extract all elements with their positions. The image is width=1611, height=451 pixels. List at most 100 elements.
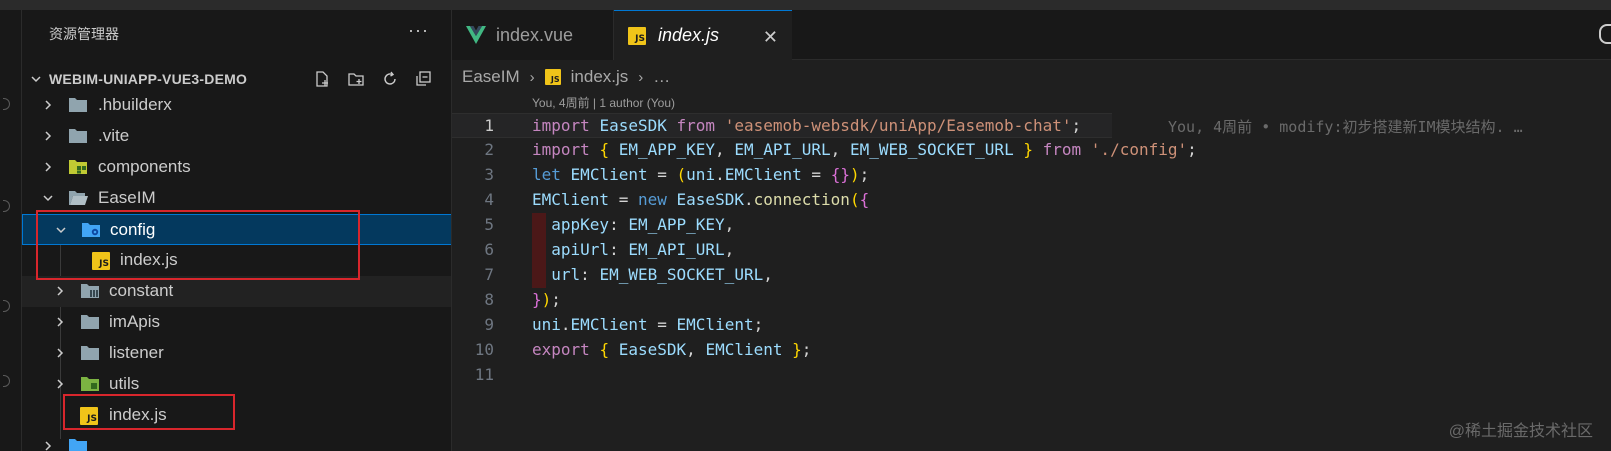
token: EMClient xyxy=(705,340,783,359)
code-line[interactable]: 3 let EMClient = (uni.EMClient = {}); xyxy=(452,163,1611,188)
token: = xyxy=(657,165,667,184)
token: , xyxy=(686,340,696,359)
collapse-all-icon[interactable] xyxy=(414,69,434,89)
token: , xyxy=(763,265,773,284)
config-folder-icon xyxy=(82,223,100,237)
chevron-down-icon xyxy=(54,223,68,237)
token: uni xyxy=(686,165,716,184)
token: ( xyxy=(676,165,687,184)
tree-item-hbuilderx[interactable]: .hbuilderx xyxy=(22,90,451,121)
code-line[interactable]: 8 }); xyxy=(452,288,1611,313)
tree-item-config-index-js[interactable]: JS index.js xyxy=(22,245,451,276)
line-number: 2 xyxy=(484,140,494,159)
token: connection xyxy=(753,190,850,209)
token: EM_WEB_SOCKET_URL xyxy=(849,140,1014,159)
activity-icon[interactable] xyxy=(3,200,10,212)
token: EMClient xyxy=(724,165,802,184)
token: {} xyxy=(830,165,850,184)
breadcrumb-item[interactable]: EaseIM xyxy=(462,67,520,86)
token: let xyxy=(532,165,561,184)
split-editor-icon[interactable] xyxy=(1599,24,1611,44)
token: EM_API_URL xyxy=(734,140,831,159)
activity-icon[interactable] xyxy=(3,375,10,387)
token: EM_APP_KEY xyxy=(618,140,716,159)
activity-icon[interactable] xyxy=(3,300,10,312)
folder-icon xyxy=(69,98,87,112)
tree-item-listener[interactable]: listener xyxy=(22,338,451,369)
token: ; xyxy=(753,315,764,334)
tab-index-vue[interactable]: index.vue xyxy=(452,10,614,60)
tree-item-components[interactable]: components xyxy=(22,152,451,183)
folder-open-icon xyxy=(69,191,88,205)
line-number: 5 xyxy=(484,215,494,234)
tree-item-label: components xyxy=(98,157,191,176)
token: EMClient xyxy=(532,190,610,209)
tree-item-label: listener xyxy=(109,343,164,362)
highlight-box-index-js xyxy=(63,394,235,430)
code-line[interactable]: 11 xyxy=(452,363,1611,388)
line-number: 4 xyxy=(484,190,494,209)
folder-icon xyxy=(81,284,99,298)
token: } xyxy=(532,290,542,309)
token: appKey xyxy=(551,215,610,234)
code-line[interactable]: 4 EMClient = new EaseSDK.connection({ xyxy=(452,188,1611,213)
code-line[interactable]: 10 export { EaseSDK, EMClient }; xyxy=(452,338,1611,363)
tree-item-utils[interactable]: utils xyxy=(22,369,451,400)
token: EM_APP_KEY xyxy=(628,215,725,234)
tab-index-js[interactable]: JS index.js ✕ xyxy=(614,10,792,60)
code-line[interactable]: 7 url: EM_WEB_SOCKET_URL, xyxy=(452,263,1611,288)
token: EaseSDK xyxy=(618,340,687,359)
chevron-right-icon xyxy=(53,284,67,298)
line-number: 3 xyxy=(484,165,494,184)
chevron-right-icon xyxy=(53,315,67,329)
refresh-icon[interactable] xyxy=(380,69,400,89)
chevron-right-icon xyxy=(53,377,67,391)
token: = xyxy=(657,315,667,334)
chevron-right-icon xyxy=(41,160,55,174)
token: ; xyxy=(859,165,870,184)
code-line[interactable]: 6 apiUrl: EM_API_URL, xyxy=(452,238,1611,263)
tree-item-imapis[interactable]: imApis xyxy=(22,307,451,338)
project-header[interactable]: WEBIM-UNIAPP-VUE3-DEMO xyxy=(22,66,451,92)
tree-item-constant[interactable]: constant xyxy=(22,276,451,307)
code-line[interactable]: 5 appKey: EM_APP_KEY, xyxy=(452,213,1611,238)
tree-item-vite[interactable]: .vite xyxy=(22,121,451,152)
tree-item-label: config xyxy=(110,220,156,239)
codelens-author[interactable]: You, 4周前 | 1 author (You) xyxy=(532,96,675,110)
breadcrumb-item[interactable]: index.js xyxy=(570,67,629,86)
new-file-icon[interactable] xyxy=(312,69,332,89)
code-line[interactable]: 9 uni.EMClient = EMClient; xyxy=(452,313,1611,338)
token: import xyxy=(532,140,590,159)
tab-label: index.vue xyxy=(496,24,574,45)
utils-folder-icon xyxy=(81,377,99,391)
tree-item-partial[interactable] xyxy=(22,431,451,451)
token: EM_API_URL xyxy=(628,240,725,259)
tree-item-easeim-index-js[interactable]: JS index.js xyxy=(22,400,451,431)
activity-icon[interactable] xyxy=(3,98,10,110)
token: ; xyxy=(1071,116,1082,135)
tree-item-easeim[interactable]: EaseIM xyxy=(22,183,451,214)
token: uni xyxy=(532,315,561,334)
token: . xyxy=(560,315,571,334)
tree-item-label: EaseIM xyxy=(98,188,156,207)
code-line[interactable]: 2 import { EM_APP_KEY, EM_API_URL, EM_WE… xyxy=(452,138,1611,163)
js-file-icon: JS xyxy=(628,26,646,45)
line-number: 6 xyxy=(484,240,494,259)
activity-bar xyxy=(0,10,22,451)
breadcrumb-item[interactable]: … xyxy=(653,67,671,86)
token: { xyxy=(859,190,870,209)
chevron-right-icon: › xyxy=(638,68,644,86)
new-folder-icon[interactable] xyxy=(346,69,366,89)
more-actions-icon[interactable]: ··· xyxy=(408,20,429,40)
close-icon[interactable]: ✕ xyxy=(762,27,778,47)
indent-highlight xyxy=(532,213,546,288)
code-line[interactable]: 1 import EaseSDK from 'easemob-websdk/un… xyxy=(452,113,1523,138)
token: : xyxy=(609,240,619,259)
token: from xyxy=(676,116,716,135)
token: url xyxy=(551,265,581,284)
chevron-right-icon xyxy=(41,98,55,112)
token: EaseSDK xyxy=(676,190,744,209)
token: : xyxy=(580,265,590,284)
folder-icon xyxy=(81,315,99,329)
tree-item-config[interactable]: config xyxy=(22,214,451,245)
